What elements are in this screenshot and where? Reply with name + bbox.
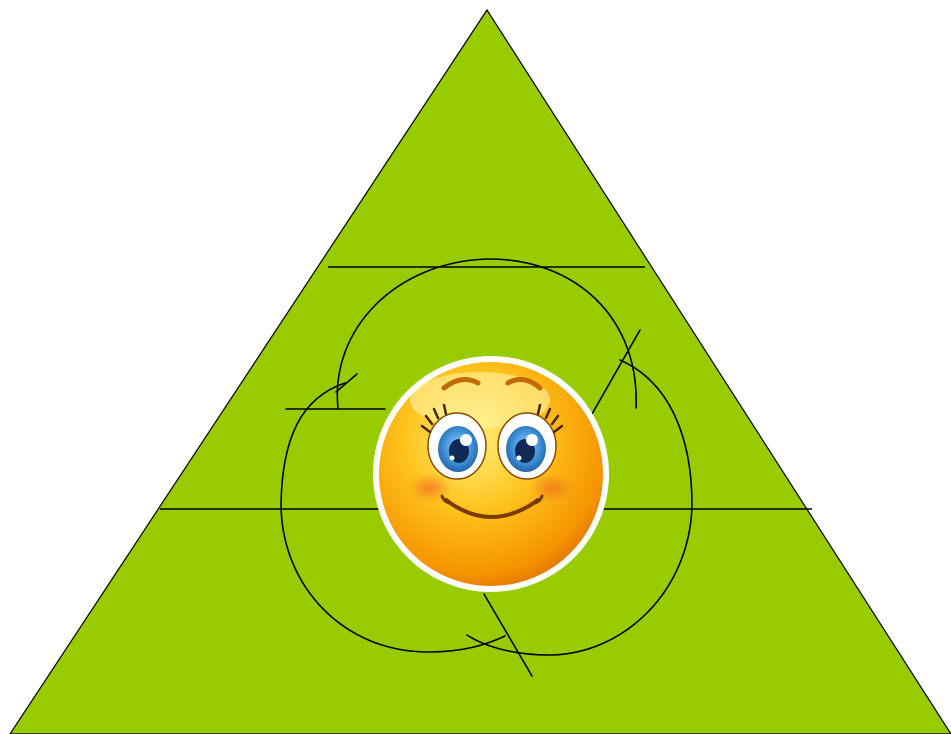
smiling-face-icon	[373, 356, 609, 592]
right-cheek	[530, 473, 574, 503]
